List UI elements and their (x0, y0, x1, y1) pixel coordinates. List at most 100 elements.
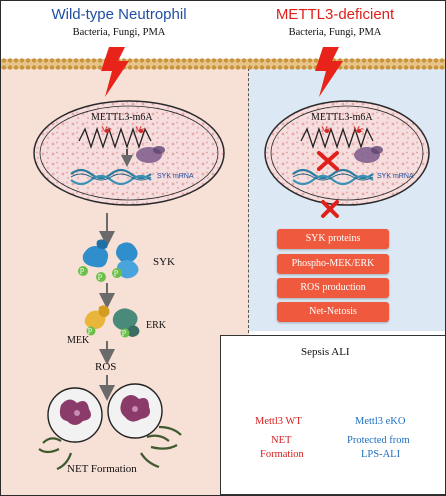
membrane-bead (91, 65, 97, 70)
membrane-bead (427, 65, 433, 70)
wt-label: Mettl3 WT (255, 416, 302, 427)
membrane-bead (307, 65, 313, 70)
membrane-bead (79, 58, 85, 63)
membrane-bead (283, 65, 289, 70)
membrane-bead (97, 58, 103, 63)
right-mrna-label: SYK mRNA (377, 173, 414, 180)
membrane-bead (409, 58, 415, 63)
ros-label: ROS (95, 361, 117, 373)
membrane-bead (277, 58, 283, 63)
membrane-bead (31, 65, 37, 70)
membrane-bead (307, 58, 313, 63)
membrane-bead (139, 65, 145, 70)
membrane-bead (205, 65, 211, 70)
membrane-bead (217, 65, 223, 70)
membrane-bead (247, 65, 253, 70)
membrane-bead (7, 65, 13, 70)
membrane-bead (43, 65, 49, 70)
membrane-bead (133, 58, 139, 63)
membrane-bead (205, 58, 211, 63)
membrane-bead (169, 65, 175, 70)
membrane-bead (247, 58, 253, 63)
phospho-label-3: p (114, 267, 118, 276)
membrane-bead (313, 58, 319, 63)
right-nucleus-label: METTL3-m6A (311, 112, 373, 123)
membrane-bead (229, 65, 235, 70)
membrane-bead (343, 58, 349, 63)
membrane-bead (55, 58, 61, 63)
membrane-bead (31, 58, 37, 63)
membrane-bead (433, 58, 439, 63)
membrane-bead (295, 58, 301, 63)
membrane-bead (253, 65, 259, 70)
membrane-bead (49, 65, 55, 70)
panel-divider (248, 63, 249, 333)
membrane-bead (19, 65, 25, 70)
sepsis-title: Sepsis ALI (301, 346, 350, 358)
membrane-bead (259, 58, 265, 63)
syk-label: SYK (153, 256, 176, 268)
membrane-bead (91, 58, 97, 63)
net-cell-left (38, 387, 103, 471)
membrane-bead (409, 65, 415, 70)
membrane-bead (421, 58, 427, 63)
membrane-bead (421, 65, 427, 70)
membrane-bead (175, 65, 181, 70)
membrane-bead (415, 65, 421, 70)
phospho-label-2: p (98, 271, 102, 280)
membrane-bead (265, 65, 271, 70)
membrane-bead (37, 58, 43, 63)
membrane-bead (73, 65, 79, 70)
mek-protein (84, 305, 110, 329)
left-mrna-label: SYK mRNA (157, 173, 194, 180)
membrane-bead (343, 65, 349, 70)
wt-outcome-1: NET (271, 435, 292, 446)
membrane-bead (301, 58, 307, 63)
erk-protein (112, 308, 140, 337)
membrane-bead (391, 65, 397, 70)
membrane-bead (277, 65, 283, 70)
membrane-bead (391, 58, 397, 63)
right-me-label-1: Me (321, 125, 332, 134)
effect-net-netosis: Net-Netosis (277, 302, 389, 322)
membrane-bead (19, 58, 25, 63)
membrane-bead (211, 65, 217, 70)
membrane-bead (439, 58, 445, 63)
membrane-bead (361, 58, 367, 63)
membrane-bead (241, 58, 247, 63)
wild-type-nucleus (33, 100, 225, 206)
membrane-bead (13, 58, 19, 63)
membrane-bead (157, 65, 163, 70)
membrane-bead (439, 65, 445, 70)
membrane-bead (25, 58, 31, 63)
membrane-bead (283, 58, 289, 63)
membrane-bead (385, 65, 391, 70)
membrane-bead (157, 58, 163, 63)
eko-outcome-2: LPS-ALI (361, 449, 401, 460)
membrane-bead (271, 65, 277, 70)
membrane-bead (403, 65, 409, 70)
membrane-bead (25, 65, 31, 70)
membrane-bead (85, 58, 91, 63)
membrane-bead (73, 58, 79, 63)
membrane-bead (361, 65, 367, 70)
deficient-title: METTL3-deficient (275, 6, 395, 23)
deficient-nucleus (264, 100, 430, 206)
phospho-label-5: p (122, 327, 126, 336)
membrane-bead (1, 58, 7, 63)
membrane-bead (49, 58, 55, 63)
eko-label: Mettl3 eKO (355, 416, 406, 427)
membrane-bead (397, 65, 403, 70)
membrane-bead (379, 58, 385, 63)
membrane-bead (151, 65, 157, 70)
membrane-bead (265, 58, 271, 63)
membrane-bead (127, 65, 133, 70)
membrane-bead (163, 65, 169, 70)
membrane-bead (187, 58, 193, 63)
membrane-bead (211, 58, 217, 63)
stimulus-bolt-right (315, 47, 343, 97)
membrane-bead (259, 65, 265, 70)
membrane-bead (145, 58, 151, 63)
membrane-bead (355, 58, 361, 63)
